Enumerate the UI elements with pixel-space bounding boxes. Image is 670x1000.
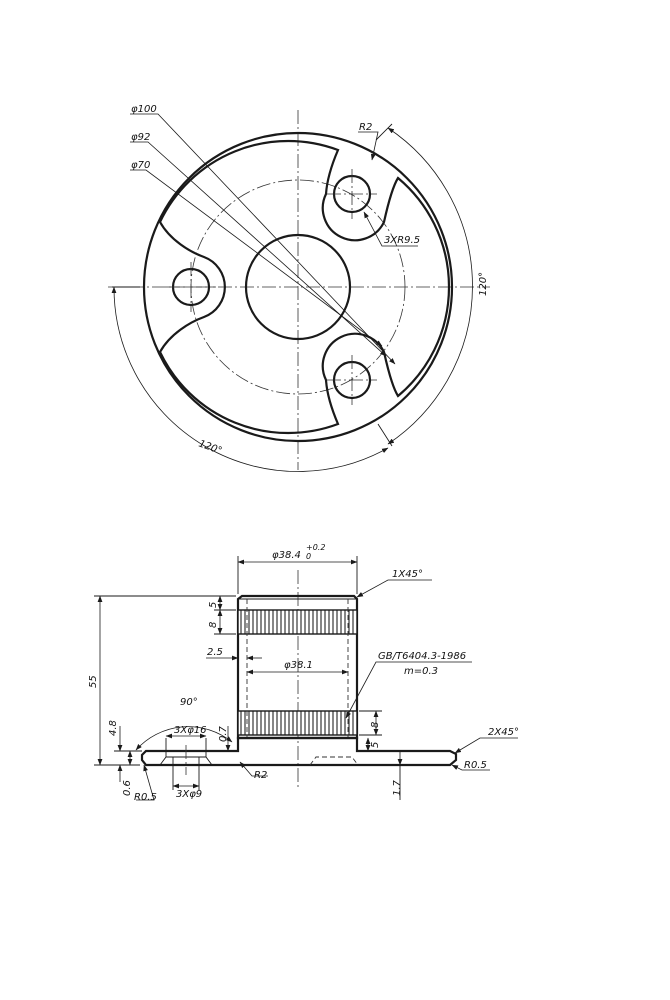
leader-r95 <box>363 211 418 247</box>
label-holes16: 3Xφ16 <box>174 725 207 736</box>
label-r05-right: R0.5 <box>464 760 487 771</box>
label-r05-left: R0.5 <box>134 792 157 803</box>
top-view: φ100 φ92 φ70 R2 3XR9.5 120° 120° <box>108 104 490 472</box>
label-holes9: 3Xφ9 <box>176 789 202 800</box>
angle-arc-right <box>387 127 473 445</box>
label-r95: 3XR9.5 <box>384 235 420 246</box>
label-120-right: 120° <box>478 272 489 296</box>
angle-arc-bottom <box>111 286 389 472</box>
label-knurl-m: m=0.3 <box>404 666 438 677</box>
label-8-bottom: 8 <box>370 722 381 728</box>
label-top-dia: φ38.4 <box>272 550 301 561</box>
label-4-8: 4.8 <box>108 720 119 736</box>
label-55: 55 <box>88 675 99 688</box>
leader-knurl-standard <box>345 661 472 719</box>
label-d381: φ38.1 <box>284 660 313 671</box>
extension-line <box>375 123 393 141</box>
leader-chamfer-flange <box>454 737 518 754</box>
leader-chamfer-top <box>356 579 432 598</box>
leader-r05-left <box>136 764 155 801</box>
leader-r2 <box>358 131 379 161</box>
knurl-band-top <box>237 609 358 635</box>
leader-d100 <box>130 113 396 365</box>
label-0-6: 0.6 <box>122 780 133 796</box>
label-r2-top: R2 <box>359 122 372 133</box>
label-1-7: 1.7 <box>392 779 403 796</box>
leader-r05-right <box>451 764 490 771</box>
label-d100: φ100 <box>131 104 157 115</box>
countersink-right-hidden <box>309 756 359 766</box>
leader-d92 <box>130 141 387 357</box>
leader-r2-bottom <box>239 761 268 777</box>
label-knurl-std: GB/T6404.3-1986 <box>378 651 466 662</box>
label-120-bottom: 120° <box>197 438 223 457</box>
knurl-band-bottom <box>237 710 358 736</box>
label-8-top: 8 <box>208 622 219 628</box>
label-0-7: 0.7 <box>218 725 229 742</box>
label-5-top: 5 <box>208 602 219 608</box>
label-d70: φ70 <box>131 160 150 171</box>
label-chamfer-flange: 2X45° <box>488 727 519 738</box>
front-view: φ38.4 +0.2 0 1X45° 5 8 2.5 φ38.1 GB/T640… <box>88 543 519 803</box>
label-90: 90° <box>180 697 198 708</box>
label-chamfer-top: 1X45° <box>392 569 423 580</box>
label-5-bottom: 5 <box>370 742 381 748</box>
angle-arc-90 <box>135 726 233 751</box>
label-tol-low: 0 <box>306 552 311 561</box>
label-tol-up: +0.2 <box>306 543 325 552</box>
flange <box>140 736 458 767</box>
label-r2-bottom: R2 <box>254 770 267 781</box>
label-d92: φ92 <box>131 132 150 143</box>
label-2-5: 2.5 <box>207 647 223 658</box>
